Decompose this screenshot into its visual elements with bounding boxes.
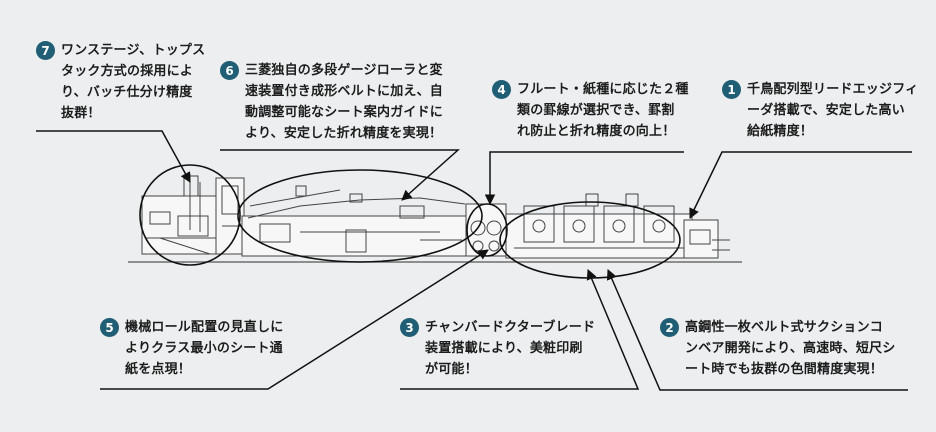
leader-line-3 xyxy=(400,269,640,390)
callout-1-badge: 1 xyxy=(722,80,741,99)
highlight-ellipse-6 xyxy=(237,169,483,263)
feeder-unit xyxy=(683,219,730,259)
leader-line-2 xyxy=(606,269,908,391)
callout-7-badge: 7 xyxy=(36,41,55,60)
stacker-unit xyxy=(141,174,245,255)
callout-7: 7 ワンステージ、トップス タック方式の採用によ り、バッチ仕分け精度 抜群！ xyxy=(36,40,205,124)
callout-2: 2 高鋼性一枚ベルト式サクションコ ンベア開発により、高速時、短尺シ ート時でも… xyxy=(660,317,895,380)
callout-5: 5 機械ロール配置の見直しに よりクラス最小のシート通 紙を点現！ xyxy=(100,317,283,380)
callout-6: 6 三菱独自の多段ゲージローラと変 速装置付き成形ベルトに加え、自 動調整可能な… xyxy=(220,60,443,144)
callout-4-text: フルート・紙種に応じた２種 類の罫線が選択でき、罫割 れ防止と折れ精度の向上！ xyxy=(517,82,689,139)
callout-1-text: 千鳥配列型リードエッジフィ ーダ搭載で、安定した高い 給紙精度！ xyxy=(747,82,919,139)
leader-line-7 xyxy=(36,130,191,183)
leader-line-5 xyxy=(100,249,489,390)
leader-line-1 xyxy=(689,151,912,219)
callout-3: 3 チャンバードクターブレード 装置搭載により、美粧印刷 が可能！ xyxy=(400,317,595,380)
highlight-ellipse-7 xyxy=(139,164,241,266)
callout-2-badge: 2 xyxy=(660,318,679,337)
callout-3-badge: 3 xyxy=(400,318,419,337)
callout-6-text: 三菱独自の多段ゲージローラと変 速装置付き成形ベルトに加え、自 動調整可能なシー… xyxy=(245,63,444,141)
leader-line-6 xyxy=(220,149,460,201)
callout-4: 4 フルート・紙種に応じた２種 類の罫線が選択でき、罫割 れ防止と折れ精度の向上… xyxy=(492,79,689,142)
callout-5-badge: 5 xyxy=(100,318,119,337)
leader-line-4 xyxy=(484,151,684,206)
folder-section xyxy=(241,185,468,257)
callout-1: 1 千鳥配列型リードエッジフィ ーダ搭載で、安定した高い 給紙精度！ xyxy=(722,79,918,142)
callout-5-text: 機械ロール配置の見直しに よりクラス最小のシート通 紙を点現！ xyxy=(125,320,284,377)
callout-4-badge: 4 xyxy=(492,80,511,99)
callout-6-badge: 6 xyxy=(220,61,239,80)
callout-2-text: 高鋼性一枚ベルト式サクションコ ンベア開発により、高速時、短尺シ ート時でも抜群… xyxy=(685,320,896,377)
printer-units xyxy=(505,193,693,259)
callout-7-text: ワンステージ、トップス タック方式の採用によ り、バッチ仕分け精度 抜群！ xyxy=(61,43,206,121)
callout-3-text: チャンバードクターブレード 装置搭載により、美粧印刷 が可能！ xyxy=(425,320,596,377)
